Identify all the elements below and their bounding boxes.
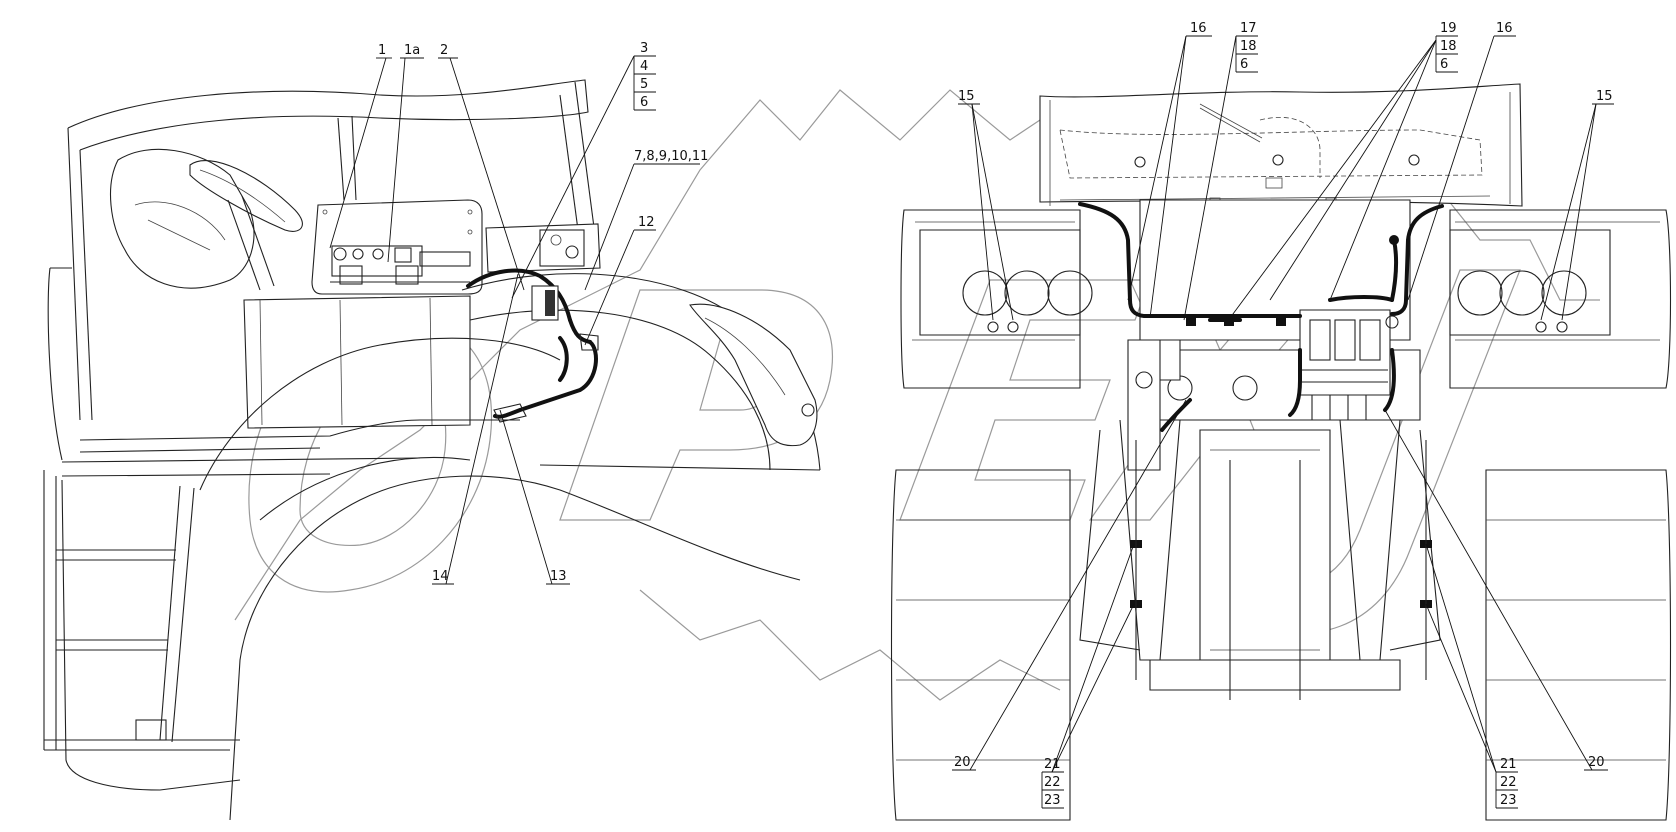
callout-6: 6 xyxy=(640,95,648,110)
left-view-ladder xyxy=(43,470,241,791)
callout-6-b: 6 xyxy=(1440,57,1448,72)
callout-21-left: 21 xyxy=(1044,757,1061,772)
callout-19: 19 xyxy=(1440,21,1457,36)
callout-16-left: 16 xyxy=(1190,21,1207,36)
callout-20-left: 20 xyxy=(954,755,971,770)
callout-23-left: 23 xyxy=(1044,793,1061,808)
right-view-left-fender xyxy=(900,209,1093,389)
callout-6-a: 6 xyxy=(1240,57,1248,72)
callout-15-right: 15 xyxy=(1596,89,1613,104)
callout-15-left: 15 xyxy=(958,89,975,104)
callout-18-b: 18 xyxy=(1440,39,1457,54)
callout-22-right: 22 xyxy=(1500,775,1517,790)
right-view-axle-hitch xyxy=(1079,199,1441,700)
callout-22-left: 22 xyxy=(1044,775,1061,790)
left-callouts: 1 1a 2 3 4 5 6 7,8,9,10,11 12 13 14 xyxy=(329,41,708,585)
callout-17: 17 xyxy=(1240,21,1257,36)
right-view-tires xyxy=(890,469,1672,821)
callout-4: 4 xyxy=(640,59,648,74)
left-view-fender xyxy=(199,273,821,821)
left-view-cab xyxy=(47,79,601,477)
left-view-hoses xyxy=(466,268,599,423)
right-view-cab-rear xyxy=(1039,83,1523,207)
callout-1: 1 xyxy=(378,43,386,58)
callout-1a: 1a xyxy=(404,43,420,58)
callout-3: 3 xyxy=(640,41,648,56)
callout-7-11: 7,8,9,10,11 xyxy=(634,149,708,164)
callout-21-right: 21 xyxy=(1500,757,1517,772)
right-view-right-fender xyxy=(1449,209,1672,389)
callout-14: 14 xyxy=(432,569,449,584)
callout-2: 2 xyxy=(440,43,448,58)
callout-12: 12 xyxy=(638,215,655,230)
callout-5: 5 xyxy=(640,77,648,92)
callout-13: 13 xyxy=(550,569,567,584)
callout-20-right: 20 xyxy=(1588,755,1605,770)
callout-16-right: 16 xyxy=(1496,21,1513,36)
callout-23-right: 23 xyxy=(1500,793,1517,808)
callout-18-a: 18 xyxy=(1240,39,1257,54)
right-callouts: 16 17 18 6 19 18 6 16 15 15 xyxy=(952,21,1614,809)
